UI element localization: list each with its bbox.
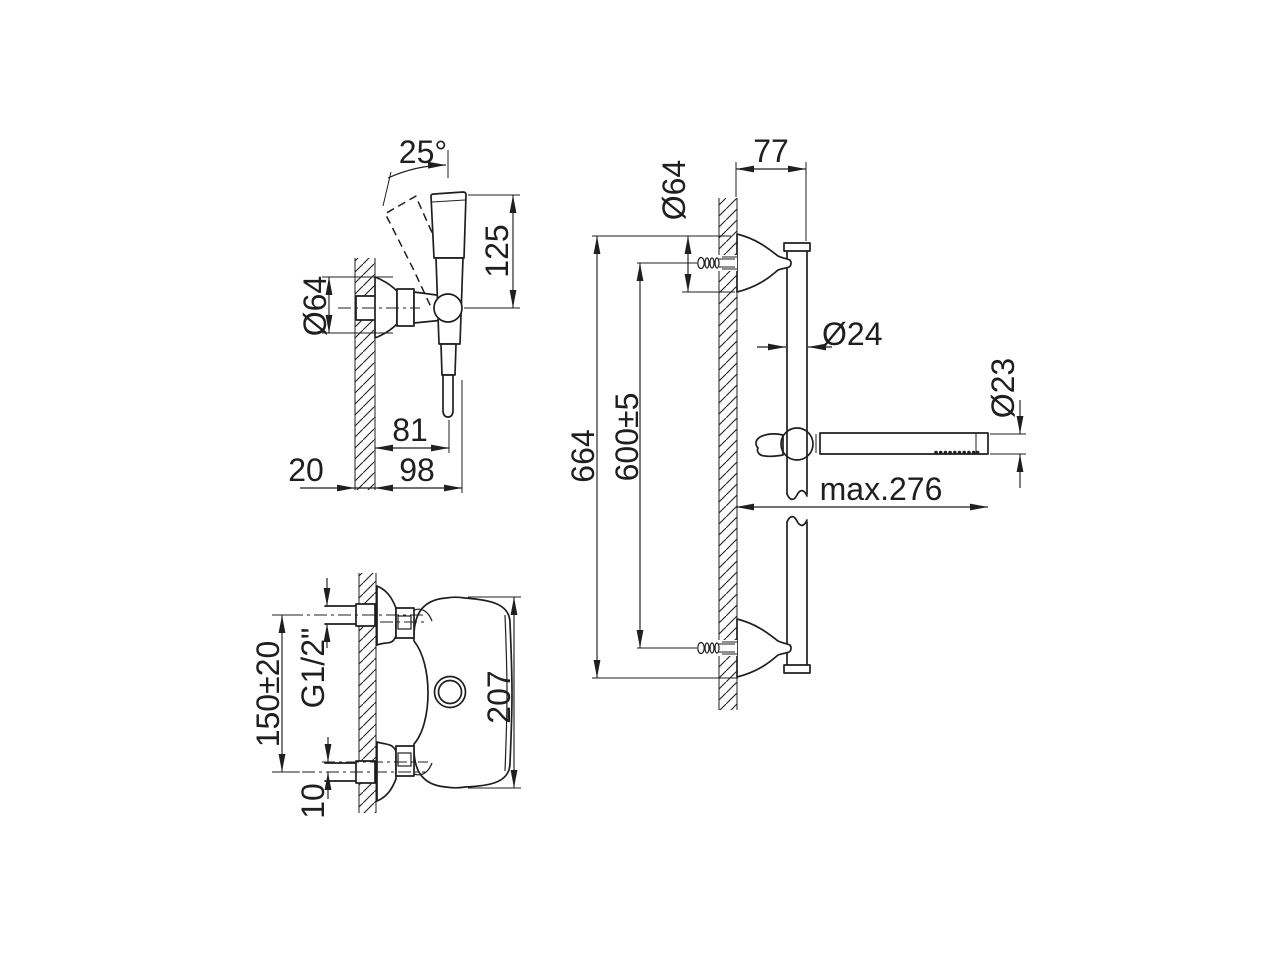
dim-overall-depth-label: 98 — [399, 452, 435, 488]
wall-section-a — [354, 258, 376, 490]
dim-swivel-angle: 25° — [382, 134, 449, 207]
rail-bracket-bottom — [736, 618, 792, 678]
handshower-on-rail — [755, 427, 989, 461]
dim-bracket-depth: 77 — [735, 133, 807, 241]
rail-bracket-top — [736, 233, 792, 293]
wall-hatch — [359, 573, 376, 813]
handshower-tube — [819, 432, 989, 455]
wall-hatch — [719, 198, 737, 710]
dim-tip-to-wall-label: 81 — [392, 412, 428, 448]
handshower-side — [430, 191, 467, 418]
dim-bracket-diameter: Ø64 — [592, 160, 735, 293]
dim-body-height-label: 207 — [481, 670, 517, 723]
slider-knob — [780, 427, 814, 461]
rail-bottom-cap — [783, 664, 811, 674]
mixer-body — [413, 596, 513, 789]
dim-bracket-spacing: 600±5 — [609, 262, 697, 649]
wall-plug-bottom — [697, 640, 737, 656]
dim-bracket-depth-label: 77 — [753, 133, 789, 169]
spray-nozzles — [934, 450, 980, 455]
handle-end-stub — [755, 433, 784, 458]
view-mixer: 150±20 G1/2" 10 207 — [250, 573, 521, 819]
dim-bottom-group: 81 20 98 — [288, 380, 463, 493]
dim-handle-diameter: Ø23 — [985, 358, 1026, 488]
dim-connection-centers-label: 150±20 — [250, 641, 286, 748]
dim-rail-diameter-label: Ø24 — [822, 316, 882, 352]
dim-max-reach: max.276 — [736, 471, 988, 511]
dim-holder-diameter: Ø64 — [297, 276, 393, 336]
dim-body-height: 207 — [468, 596, 521, 789]
dim-overall-height-label: 664 — [565, 429, 601, 482]
wall-hatch — [355, 258, 375, 490]
wall-plug-top — [697, 255, 737, 271]
mixer-knob-inner — [437, 679, 463, 705]
wall-section-b — [718, 198, 738, 710]
handshower-tilted-outline — [384, 195, 443, 306]
dim-eccentric-offset: 10 — [295, 737, 332, 819]
slide-rail-bar — [783, 242, 811, 674]
dim-connection-centers: 150±20 — [250, 614, 300, 773]
dim-bracket-spacing-label: 600±5 — [609, 393, 645, 482]
dim-eccentric-offset-label: 10 — [295, 783, 331, 819]
dim-max-reach-label: max.276 — [820, 471, 943, 507]
view-slide-rail: 77 Ø64 664 600±5 Ø24 — [565, 133, 1026, 710]
handshower-head — [430, 191, 467, 259]
holder-knob — [433, 293, 463, 323]
dim-bracket-diameter-label: Ø64 — [656, 160, 692, 220]
dim-handle-diameter-label: Ø23 — [985, 358, 1021, 418]
dim-thread-size: G1/2" — [295, 578, 331, 708]
dim-head-height-label: 125 — [479, 224, 515, 277]
dim-thread-size-label: G1/2" — [295, 628, 331, 709]
dim-holder-diameter-label: Ø64 — [297, 276, 333, 336]
dim-overall-height: 664 — [565, 236, 738, 679]
dim-swivel-angle-label: 25° — [399, 134, 447, 170]
hose-connector — [442, 374, 454, 418]
dim-head-height: 125 — [464, 194, 520, 309]
view-handshower-holder: 25° Ø64 125 81 20 98 — [288, 134, 520, 493]
rail-top-cap — [783, 242, 811, 252]
dim-wall-thickness-label: 20 — [288, 452, 324, 488]
dim-rail-diameter: Ø24 — [757, 316, 882, 352]
